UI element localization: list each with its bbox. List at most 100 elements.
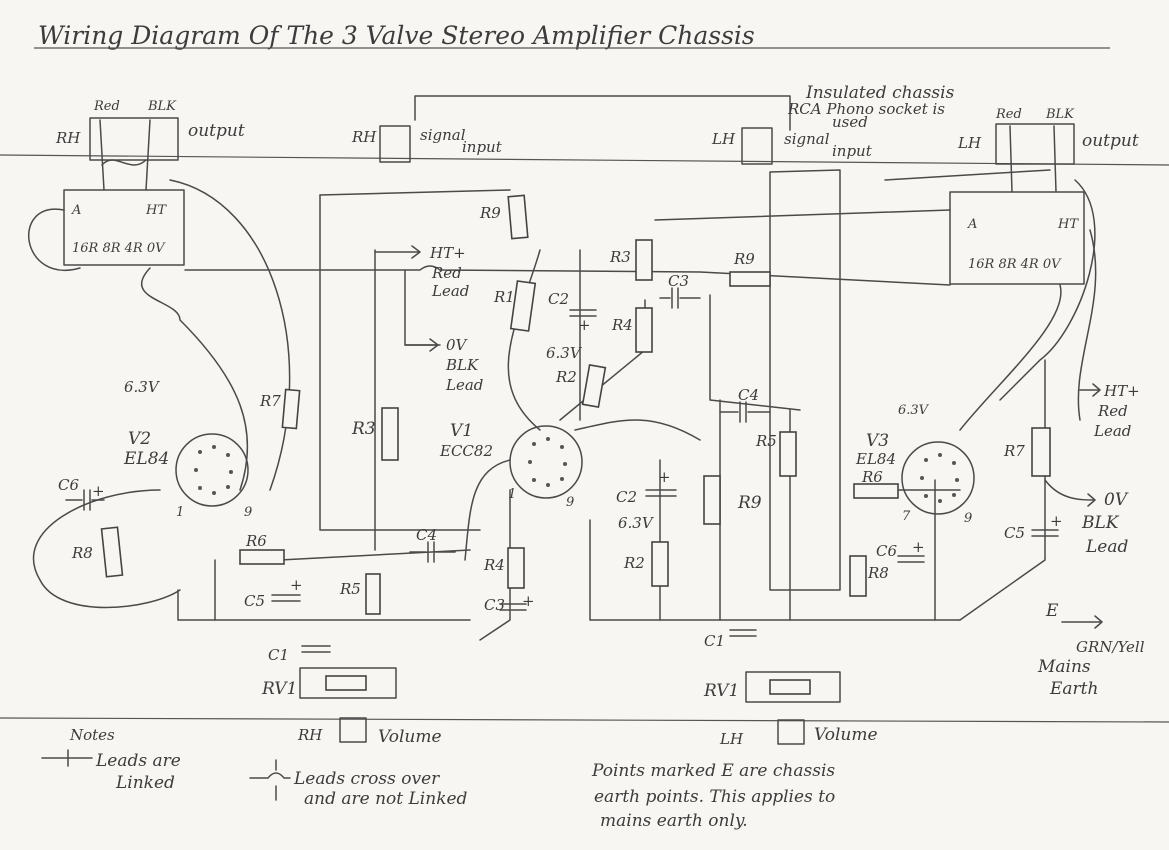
v1-type: ECC82 <box>439 442 493 460</box>
center-components: R9 R1 C2 R2 R4 C3 R3 C3 R4 R9 C4 R5 C2 R… <box>479 194 841 703</box>
left-c5-label: C5 <box>244 592 265 610</box>
valve-v1: V1 ECC82 1 9 <box>439 421 583 510</box>
ht-right-label-1: HT+ <box>1103 382 1140 400</box>
mains-earth: E GRN/Yell Mains Earth <box>1037 601 1145 699</box>
mid-r4-label: R4 <box>483 556 505 574</box>
right-r8-label: R8 <box>867 564 889 582</box>
left-r8-label: R8 <box>71 544 93 562</box>
lh-volume-label: Volume <box>814 725 878 745</box>
rh-input-side-label: RH <box>351 128 377 146</box>
v2-type: EL84 <box>123 449 169 469</box>
mid-c3b-label: C3 <box>668 272 689 290</box>
right-output-transformer: A HT 16R 8R 4R 0V <box>949 125 1085 285</box>
valve-v2: V2 EL84 1 9 <box>123 429 252 520</box>
chassis-bottom-edge <box>0 717 1169 723</box>
polarity-mark: + <box>290 576 303 594</box>
left-c6-label: C6 <box>58 476 79 494</box>
insulated-note-line3: used <box>832 113 868 131</box>
ov-right-label-1: 0V <box>1104 490 1129 510</box>
lh-output-side-label: LH <box>957 134 982 152</box>
mid-c1-label: C1 <box>704 632 725 650</box>
ht-right-label-3: Lead <box>1093 422 1131 440</box>
left-r7-label: R7 <box>259 392 281 410</box>
mid-r9-label: R9 <box>479 204 501 222</box>
notes-earth-line1: Points marked E are chassis <box>591 761 835 781</box>
polarity-mark: + <box>522 592 535 610</box>
ht-center-label-3: Lead <box>431 282 469 300</box>
insulated-chassis-note: Insulated chassis RCA Phono socket is us… <box>787 83 955 131</box>
v3-pin7: 7 <box>902 509 911 524</box>
polarity-mark: + <box>912 538 925 556</box>
ov-center-lead: 0V BLK Lead <box>404 336 483 394</box>
rh-volume-label: Volume <box>378 727 442 747</box>
heater-label-v3: 6.3V <box>898 403 930 418</box>
rh-input-label-input: input <box>462 138 503 156</box>
mid-c2-label: C2 <box>548 290 569 308</box>
notes-section: Notes Leads are Linked Leads cross over … <box>41 726 835 831</box>
v2-name: V2 <box>128 429 151 449</box>
mid-c3-label: C3 <box>484 596 505 614</box>
left-r6-label: R6 <box>245 532 267 550</box>
left-r5-label: R5 <box>339 580 361 598</box>
mid-r1-label: R1 <box>493 288 515 306</box>
lh-input-label-signal: signal <box>784 130 830 148</box>
right-components: R6 R8 C6 R7 C5 <box>849 427 1059 597</box>
left-c4-label: C4 <box>416 526 437 544</box>
insulated-note-line2: RCA Phono socket is <box>787 100 945 118</box>
rh-output-side-label: RH <box>55 129 81 147</box>
v1-name: V1 <box>450 421 473 441</box>
left-c1-label: C1 <box>268 646 289 664</box>
heater-label-v2: 6.3V <box>124 378 161 396</box>
right-r6-label: R6 <box>861 468 883 486</box>
ht-center-label-1: HT+ <box>429 244 466 262</box>
rh-input-label-signal: signal <box>420 126 466 144</box>
ov-center-label-2: BLK <box>445 356 479 374</box>
right-c5-label: C5 <box>1004 524 1025 542</box>
rh-volume-control: RH Volume <box>297 717 442 747</box>
lh-output-blk-label: BLK <box>1045 107 1075 122</box>
lh-input-label-input: input <box>832 142 873 160</box>
mid-r4b-label: R4 <box>611 316 633 334</box>
earth-e-label: E <box>1045 601 1059 621</box>
notes-linked-line2: Linked <box>115 773 175 793</box>
right-r7-label: R7 <box>1003 442 1025 460</box>
rh-output-red-label: Red <box>93 99 120 114</box>
diagram-title: Wiring Diagram Of The 3 Valve Stereo Amp… <box>38 21 755 50</box>
lh-volume-control: LH Volume <box>719 719 878 748</box>
ov-right-label-3: Lead <box>1085 537 1128 557</box>
heater-label-v1-top: 6.3V <box>546 344 583 362</box>
earth-label-2: Mains <box>1037 657 1091 677</box>
earth-label-3: Earth <box>1049 679 1098 699</box>
ov-center-label-1: 0V <box>446 336 469 354</box>
right-transformer-taps-label: 16R 8R 4R 0V <box>968 257 1062 272</box>
polarity-mark: + <box>578 316 591 334</box>
notes-heading: Notes <box>69 726 115 744</box>
left-components: R7 R8 R6 C6 C5 R3 R5 C4 C1 RV1 <box>58 388 456 699</box>
mid-r9c-label: R9 <box>737 493 762 513</box>
right-transformer-ht-label: HT <box>1057 217 1079 232</box>
rh-output-blk-label: BLK <box>147 99 177 114</box>
left-r3-label: R3 <box>351 419 376 439</box>
left-transformer-a-label: A <box>71 203 81 218</box>
mid-c2b-label: C2 <box>616 488 637 506</box>
ov-center-label-3: Lead <box>445 376 483 394</box>
right-transformer-a-label: A <box>967 217 977 232</box>
v2-pin9: 9 <box>244 505 252 520</box>
mid-c4-label: C4 <box>738 386 759 404</box>
left-transformer-ht-label: HT <box>145 203 167 218</box>
wiring-traces <box>28 169 1097 641</box>
insulated-note-line1: Insulated chassis <box>805 83 955 103</box>
left-rv1-label: RV1 <box>261 679 297 699</box>
right-c6-label: C6 <box>876 542 897 560</box>
lh-output-red-label: Red <box>995 107 1022 122</box>
heater-label-v1-bottom: 6.3V <box>618 514 655 532</box>
ht-center-label-2: Red <box>431 264 462 282</box>
left-transformer-taps-label: 16R 8R 4R 0V <box>72 241 166 256</box>
rh-output-socket: RH Red BLK output <box>55 99 245 161</box>
ov-right-lead: 0V BLK Lead <box>1044 479 1129 557</box>
rh-signal-input-socket: RH signal input <box>351 95 791 163</box>
mid-r2-label: R2 <box>555 368 577 386</box>
lh-output-label: output <box>1082 131 1139 151</box>
